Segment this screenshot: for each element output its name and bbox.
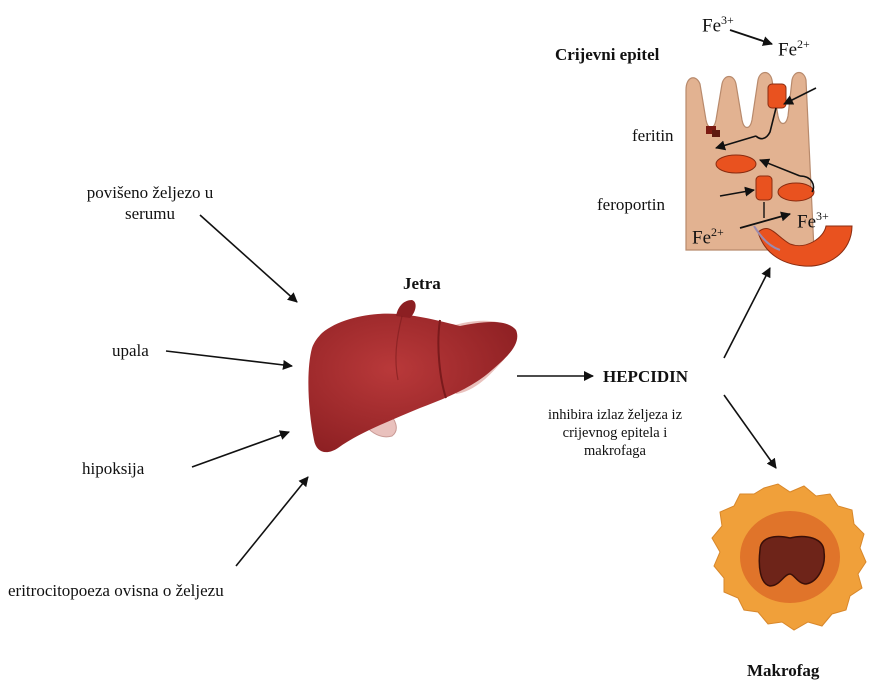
arrow-hypoxia-to-liver <box>192 432 289 467</box>
liver-label: Jetra <box>403 273 441 294</box>
hepcidin-effect-text: inhibira izlaz željeza iz crijevnog epit… <box>542 406 688 460</box>
macrophage-label: Makrofag <box>747 660 819 681</box>
arrow-serum-to-liver <box>200 215 297 302</box>
arrow-fe3-to-fe2-top <box>730 30 772 44</box>
arrow-erythropoiesis-to-liver <box>236 477 308 566</box>
macrophage-illustration <box>712 484 866 630</box>
arrow-hepcidin-to-intestine <box>724 268 770 358</box>
ferritin-label: feritin <box>632 125 674 146</box>
fe2-bottom-label: Fe2+ <box>692 222 724 248</box>
fe2-top-label: Fe2+ <box>778 34 810 60</box>
hepcidin-label: HEPCIDIN <box>603 366 688 387</box>
arrow-inflammation-to-liver <box>166 351 292 366</box>
input-erythropoiesis-label: eritrocitopoeza ovisna o željezu <box>8 580 224 601</box>
intestinal-epithelium-title: Crijevni epitel <box>555 44 659 65</box>
fe3-bottom-label: Fe3+ <box>797 206 829 232</box>
arrow-hepcidin-to-macrophage <box>724 395 776 468</box>
input-hypoxia-label: hipoksija <box>82 458 144 479</box>
ferroportin-label: feroportin <box>597 194 665 215</box>
fe3-top-label: Fe3+ <box>702 10 734 36</box>
liver-illustration <box>308 300 517 452</box>
input-serum-iron-label: povišeno željezo u serumu <box>60 182 240 224</box>
input-inflammation-label: upala <box>112 340 149 361</box>
